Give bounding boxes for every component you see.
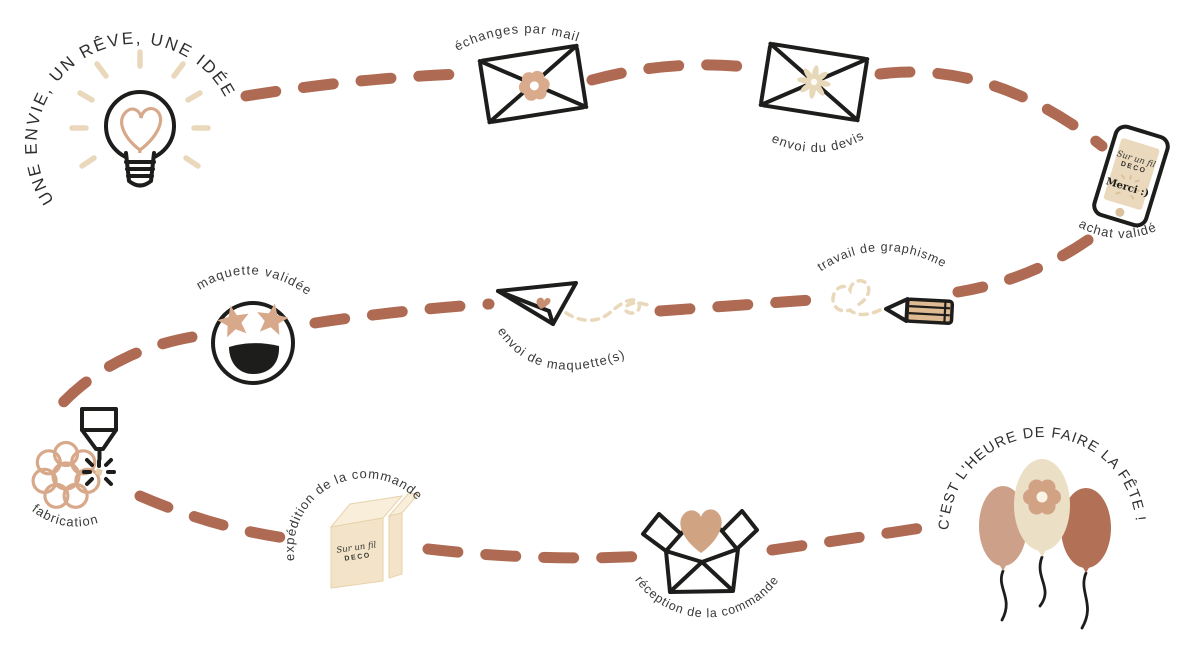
balloon-flower-icon: [1023, 479, 1061, 515]
balloon-right: [1061, 488, 1111, 568]
balloon-string-center: [1038, 555, 1047, 608]
plane-heart: [536, 297, 551, 309]
laser-cutting-icon: [31, 407, 118, 509]
step-label-graphisme: travail de graphisme: [815, 240, 949, 274]
step-label-maquette-ok: maquette validée: [194, 262, 315, 298]
sparkle-rays-icon: [1115, 174, 1140, 200]
paper-plane-icon: [496, 281, 578, 326]
balloon-string-left: [1000, 569, 1008, 622]
balloons-icon: [979, 459, 1111, 630]
lightbulb-rays: [69, 49, 211, 169]
shipping-box-icon: Sur un fil DECO: [329, 492, 421, 589]
dash-segment-reception-fete: [766, 521, 934, 556]
dash-segment-idea-mail: [240, 68, 468, 102]
phone-home-button: [1115, 207, 1125, 217]
lightbulb-heart-icon: [69, 49, 211, 188]
envelope-mail-icon: [477, 43, 589, 125]
box-brand-logo: Sur un fil DECO: [336, 540, 377, 563]
pencil-heart-doodle: [831, 279, 882, 317]
dash-segment-maquettes-validee: [309, 298, 495, 329]
dash-segment-expedition-reception: [422, 543, 654, 564]
flower-seal-icon: [518, 70, 550, 101]
dash-segment-validee-fabrication: [50, 331, 198, 416]
step-label-maquettes: envoi de maquette(s): [495, 324, 628, 373]
phone-icon: Sur un fil DECO Merci :): [1092, 124, 1170, 228]
box-brand-caps: DECO: [344, 552, 371, 563]
pencil-icon: [884, 297, 955, 325]
dash-segment-fabrication-expedition: [134, 490, 308, 546]
star-eyes-smiley-icon: [211, 300, 295, 385]
aster-seal-icon: [797, 65, 831, 99]
box-heart: [680, 509, 722, 553]
envelope-devis-icon: [758, 41, 870, 123]
flower-cutout-icon: [31, 440, 101, 509]
phone-screen: [1103, 138, 1160, 210]
open-box-heart-icon: [641, 509, 759, 594]
laser-beam-dot: [95, 468, 103, 476]
balloon-string-right: [1080, 571, 1089, 630]
smiley-mouth: [229, 343, 280, 374]
laser-spark-rays: [82, 458, 116, 486]
dash-segment-achat-graphisme: [952, 234, 1094, 298]
journey-dashed-path: [50, 59, 1108, 564]
plane-trail: [564, 298, 654, 322]
step-label-devis: envoi du devis: [770, 128, 867, 156]
dash-segment-devis-achat: [874, 66, 1108, 152]
dash-segment-mail-devis: [586, 59, 762, 86]
dash-segment-graphisme-maquettes: [654, 293, 830, 317]
